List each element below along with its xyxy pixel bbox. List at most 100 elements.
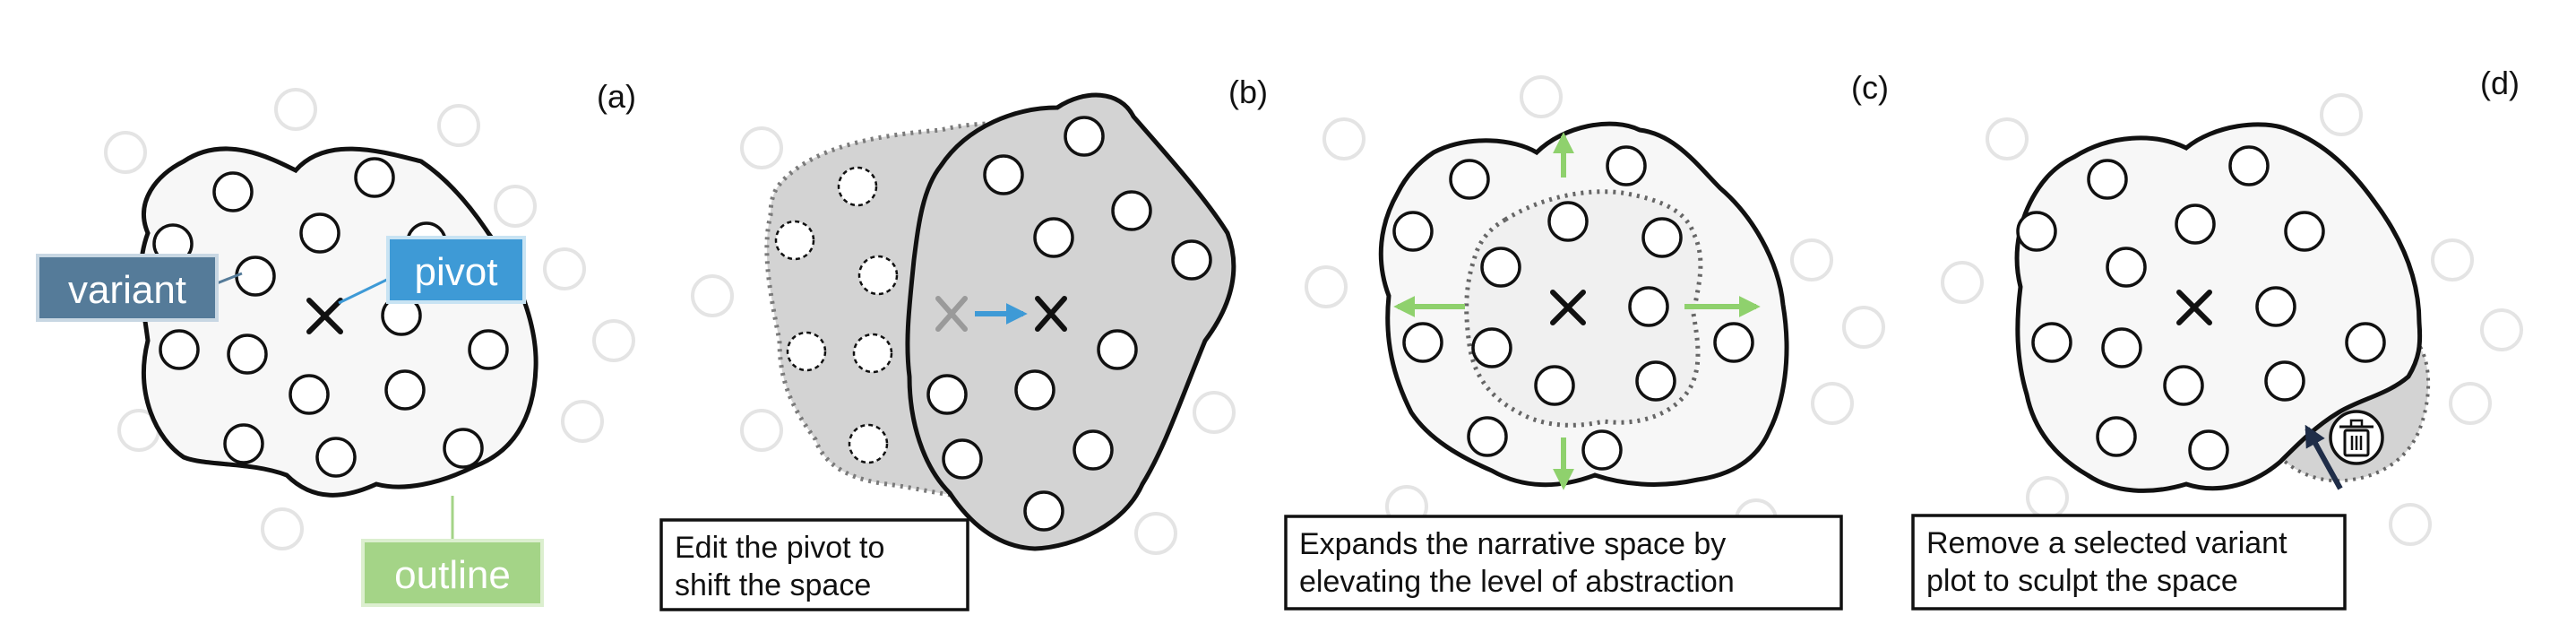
faint-variant <box>2431 238 2474 282</box>
variant-plot <box>2016 211 2057 252</box>
trash-icon <box>2329 410 2384 465</box>
variant-plot <box>2188 429 2229 471</box>
variant-plot <box>2175 204 2216 245</box>
variant-plot <box>315 437 357 478</box>
faint-variant <box>104 131 147 174</box>
variant-plot <box>1581 429 1623 471</box>
panel-d: Remove a selected variant plot to sculpt… <box>1911 65 2523 611</box>
variant-plot <box>983 154 1024 195</box>
variant-plot <box>223 423 264 464</box>
faint-variant <box>494 185 537 228</box>
pivot-x-icon <box>1550 290 1586 325</box>
variant-plot <box>468 329 509 370</box>
faint-variant <box>691 274 734 317</box>
faint-variant <box>2389 503 2432 546</box>
remove-arrow-icon <box>2305 424 2343 490</box>
faint-variant <box>1790 238 1833 282</box>
variant-plot <box>2101 327 2142 368</box>
variant-plot <box>1392 211 1434 252</box>
panel-tag-b: (b) <box>1228 74 1268 110</box>
pivot-x-icon <box>2176 290 2212 325</box>
variant-callout-text: variant <box>68 268 186 312</box>
variant-plot <box>2096 416 2137 457</box>
variant-plot <box>2106 247 2147 288</box>
caption-box-d <box>1911 514 2347 611</box>
variant-plot <box>212 171 254 212</box>
variant-plot <box>1097 329 1138 370</box>
faint-variant <box>1322 117 1366 160</box>
caption-b-line-1: Edit the pivot to <box>675 531 884 565</box>
caption-c-line-1: Expands the narrative space by <box>1299 527 1726 561</box>
variant-plot <box>1641 217 1683 258</box>
faint-variant <box>2026 476 2069 519</box>
variant-plot <box>1547 201 1589 242</box>
variant-plot <box>2228 145 2270 186</box>
variant-plot <box>1467 416 1508 457</box>
variant-plot <box>2163 365 2204 406</box>
faint-variant <box>1986 117 2029 160</box>
variant-plot <box>235 256 276 297</box>
panel-tag-a: (a) <box>597 78 636 115</box>
caption-d-line-1: Remove a selected variant <box>1926 526 2287 560</box>
variants <box>1392 145 1754 471</box>
faint-variant <box>1520 75 1563 118</box>
expand-arrows <box>1393 132 1761 490</box>
variant-plot <box>1073 429 1114 471</box>
variant-plot <box>2087 159 2128 200</box>
variant-plot <box>1635 360 1676 402</box>
removed-variants <box>774 166 899 464</box>
variant-plot <box>1449 159 1490 200</box>
variant-plot <box>1111 190 1152 231</box>
variant-plot <box>1033 217 1074 258</box>
faint-variant <box>543 247 586 290</box>
caption-box-c <box>1284 515 1843 611</box>
variant-plot <box>942 438 983 480</box>
faint-variant <box>561 400 604 443</box>
faint-variant <box>437 104 480 147</box>
variant-plot <box>1480 247 1521 288</box>
variant-plot <box>1064 116 1105 157</box>
variant-plot <box>2031 322 2072 363</box>
variant-plot <box>299 212 340 254</box>
panel-tag-d: (d) <box>2480 65 2520 101</box>
caption-box-b <box>659 518 969 611</box>
faint-variant <box>1941 261 1984 304</box>
faint-variant <box>1811 382 1854 425</box>
variant-plot <box>1171 239 1212 281</box>
faint-variant <box>740 409 783 452</box>
variant-plot <box>289 374 330 415</box>
faint-variant <box>2320 93 2363 136</box>
variant-plot <box>159 329 200 370</box>
faint-variant <box>274 88 317 131</box>
variant-plot <box>926 374 968 415</box>
panel-c: Expands the narrative space by elevating… <box>1284 69 1889 611</box>
faint-variant <box>1842 306 1885 349</box>
variant-plot <box>1402 322 1443 363</box>
faint-variant <box>1134 512 1177 555</box>
variant-plot <box>227 333 268 375</box>
variant-plot <box>1014 369 1055 411</box>
variant-plot <box>354 157 395 198</box>
panel-tag-c: (c) <box>1851 69 1889 106</box>
dashed-variant <box>857 255 899 296</box>
variant-plot <box>1471 327 1512 368</box>
outline-callout <box>361 539 544 607</box>
variants <box>152 157 509 478</box>
shifted-space-outline <box>905 92 1236 551</box>
dashed-variant <box>786 331 827 372</box>
faint-variants <box>1941 93 2523 546</box>
faint-variant <box>592 319 635 362</box>
variant-plot <box>1023 490 1064 532</box>
pivot-connector <box>338 274 395 305</box>
variant-plot <box>1628 286 1669 327</box>
dashed-variant <box>837 166 878 207</box>
variants <box>926 116 1212 532</box>
faint-variant <box>2480 308 2523 351</box>
variants <box>2016 145 2386 471</box>
pivot-x-icon <box>306 298 343 334</box>
variant-plot <box>1713 322 1754 363</box>
variant-plot <box>1534 365 1575 406</box>
variant-plot <box>2284 211 2325 252</box>
old-pivot-x-icon <box>935 296 968 332</box>
